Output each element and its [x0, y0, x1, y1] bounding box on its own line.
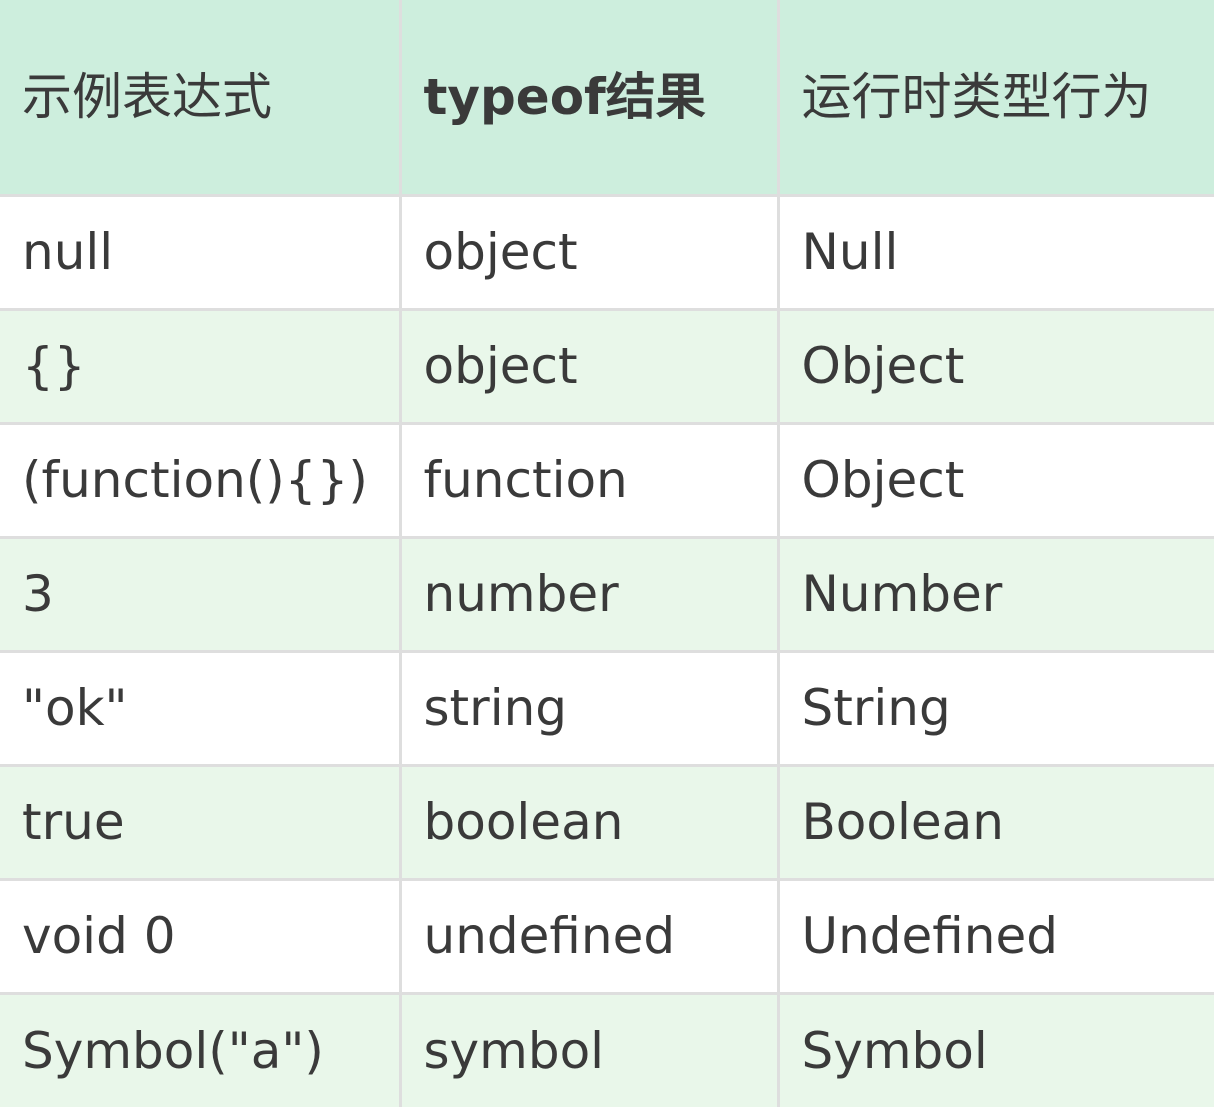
cell-runtime-type: Number [776, 535, 1214, 653]
table-body: null object Null {} object Object (funct… [0, 195, 1214, 1107]
cell-expression: true [0, 763, 402, 881]
header-row: 示例表达式 typeof结果 运行时类型行为 [0, 0, 1214, 197]
header-expression: 示例表达式 [0, 0, 402, 197]
cell-expression: 3 [0, 535, 402, 653]
cell-typeof-result: function [398, 421, 780, 539]
cell-typeof-result: symbol [398, 991, 780, 1107]
cell-typeof-result: string [398, 649, 780, 767]
cell-runtime-type: Symbol [776, 991, 1214, 1107]
cell-typeof-result: boolean [398, 763, 780, 881]
table-row: void 0 undefined Undefined [0, 877, 1214, 995]
cell-expression: (function(){}) [0, 421, 402, 539]
table-row: true boolean Boolean [0, 763, 1214, 881]
table-row: {} object Object [0, 307, 1214, 425]
cell-expression: null [0, 195, 402, 311]
table-row: Symbol("a") symbol Symbol [0, 991, 1214, 1107]
table-row: (function(){}) function Object [0, 421, 1214, 539]
cell-expression: {} [0, 307, 402, 425]
cell-runtime-type: Null [776, 195, 1214, 311]
cell-runtime-type: Boolean [776, 763, 1214, 881]
cell-typeof-result: object [398, 195, 780, 311]
cell-runtime-type: Object [776, 307, 1214, 425]
cell-typeof-result: undefined [398, 877, 780, 995]
cell-runtime-type: Object [776, 421, 1214, 539]
cell-runtime-type: String [776, 649, 1214, 767]
header-typeof-result: typeof结果 [398, 0, 780, 197]
table-header: 示例表达式 typeof结果 运行时类型行为 [0, 0, 1214, 197]
table-row: null object Null [0, 195, 1214, 311]
cell-expression: Symbol("a") [0, 991, 402, 1107]
cell-typeof-result: number [398, 535, 780, 653]
cell-typeof-result: object [398, 307, 780, 425]
cell-runtime-type: Undefined [776, 877, 1214, 995]
cell-expression: void 0 [0, 877, 402, 995]
table-row: "ok" string String [0, 649, 1214, 767]
cell-expression: "ok" [0, 649, 402, 767]
table-row: 3 number Number [0, 535, 1214, 653]
header-runtime-type: 运行时类型行为 [776, 0, 1214, 197]
